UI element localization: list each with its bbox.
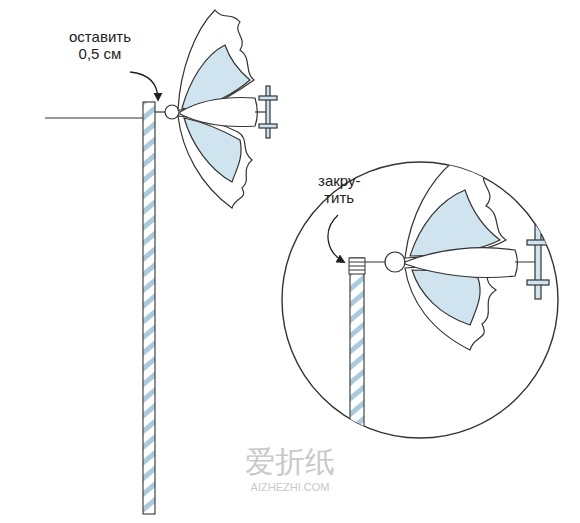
leader-arrow-zoom bbox=[328, 215, 344, 262]
pinwheel-flower bbox=[178, 10, 277, 208]
straw-stick bbox=[143, 102, 155, 514]
watermark: 爱折纸 bbox=[238, 444, 342, 479]
zoom-circle bbox=[282, 162, 558, 438]
guide-line bbox=[45, 117, 143, 118]
leader-arrow bbox=[130, 72, 158, 100]
straw-stick-zoom bbox=[350, 258, 364, 458]
pinwheel-flower-zoom bbox=[405, 160, 549, 350]
instruction-label: закру- тить bbox=[318, 172, 360, 206]
wire-wraps bbox=[349, 258, 365, 274]
instruction-label: оставить 0,5 см bbox=[60, 28, 140, 62]
bead-zoom bbox=[385, 252, 405, 272]
watermark: AIZHEZHI.COM bbox=[225, 481, 355, 494]
bead bbox=[165, 105, 179, 119]
